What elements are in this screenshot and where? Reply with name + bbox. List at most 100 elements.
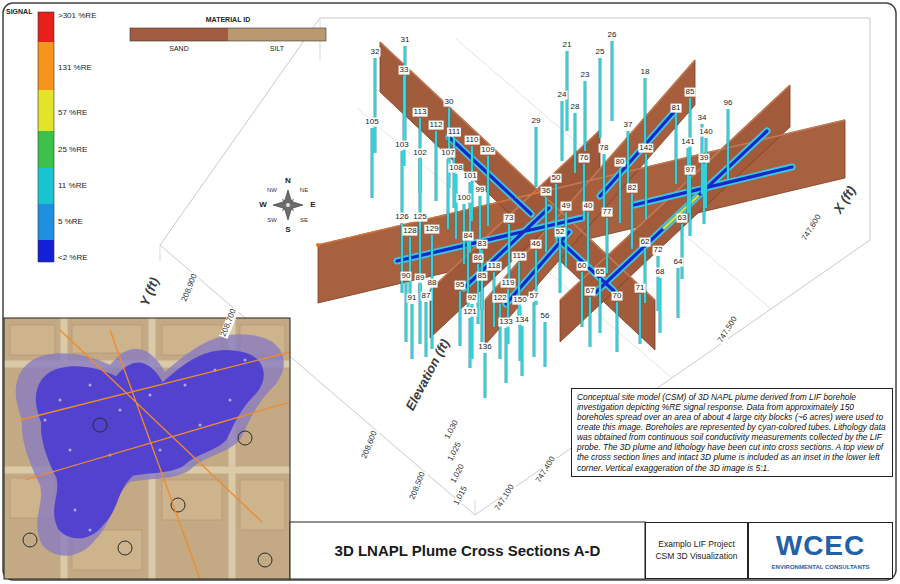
borehole-id: 102: [412, 149, 427, 158]
borehole-tube: [689, 176, 691, 236]
borehole-id: 112: [429, 121, 444, 130]
material-bar-frame: [130, 28, 326, 41]
borehole-tube: [644, 78, 647, 148]
borehole-id: 60: [577, 262, 588, 271]
borehole-id: 36: [541, 187, 552, 196]
legend-swatch: [38, 12, 54, 42]
compass-letter: E: [309, 201, 316, 210]
borehole-tube: [469, 318, 472, 368]
borehole-id: 121: [462, 308, 477, 317]
borehole-tube: [627, 131, 630, 191]
borehole-id: 92: [467, 294, 478, 303]
borehole-id: 28: [570, 103, 581, 112]
borehole-tube: [619, 168, 621, 223]
borehole-tube: [657, 256, 659, 311]
axis-tick: 1,020: [449, 462, 467, 486]
borehole-tube: [435, 131, 437, 201]
borehole-id: 134: [514, 316, 529, 325]
section-lines: [20, 330, 290, 579]
borehole-tube: [371, 128, 373, 198]
legend-label: 131 %RE: [58, 64, 92, 73]
borehole-tube: [689, 176, 692, 236]
borehole-tube: [499, 304, 501, 359]
borehole-tube: [401, 151, 404, 221]
borehole-tube: [425, 302, 427, 357]
borehole-tube: [599, 278, 602, 333]
borehole-tube: [535, 127, 538, 187]
borehole-tube: [505, 328, 507, 383]
borehole-tube: [631, 194, 634, 249]
borehole-id: 34: [697, 114, 708, 123]
borehole-tube: [603, 154, 605, 209]
borehole-id: 33: [399, 66, 410, 75]
borehole-tube: [677, 268, 680, 318]
borehole-tube: [508, 224, 511, 284]
axis-tick: 747,100: [493, 483, 517, 514]
borehole-id: 81: [671, 104, 682, 113]
legend-label: 5 %RE: [58, 218, 83, 227]
legend-label: >301 %RE: [58, 12, 96, 21]
borehole-tube: [455, 174, 457, 239]
building: [240, 480, 285, 530]
borehole-id: 80: [615, 158, 626, 167]
borehole-id: 65: [595, 268, 606, 277]
borehole-tube: [727, 109, 730, 179]
borehole-tube: [455, 174, 458, 239]
borehole-id: 99: [475, 186, 486, 195]
borehole-id: 88: [427, 279, 438, 288]
borehole-id: 76: [579, 154, 590, 163]
borehole-tube: [545, 197, 548, 252]
borehole-tube: [606, 218, 608, 273]
borehole-tube: [589, 297, 592, 347]
borehole-id: 129: [424, 225, 439, 234]
borehole-tube: [583, 164, 586, 219]
borehole-id: 37: [623, 121, 634, 130]
borehole-tube: [519, 306, 521, 361]
title-box: [290, 522, 645, 579]
borehole-tube: [639, 294, 642, 344]
borehole-tube: [705, 138, 707, 208]
borehole-id: 72: [653, 246, 664, 255]
legend-swatch: [38, 204, 54, 240]
borehole-tube: [644, 248, 646, 303]
borehole-tube: [405, 282, 408, 342]
logo-wordmark: WCEC: [776, 530, 866, 562]
borehole-id: 125: [412, 213, 427, 222]
borehole-id: 89: [415, 274, 426, 283]
borehole-id: 119: [501, 279, 516, 288]
borehole-id: 31: [400, 36, 411, 45]
borehole-tube: [565, 212, 567, 267]
title-box-text: 3D LNAPL Plume Cross Sections A-D: [290, 522, 645, 579]
borehole-tube: [603, 154, 606, 209]
borehole-tube: [559, 238, 562, 293]
borehole-id: 64: [673, 258, 684, 267]
compass-center: [286, 203, 291, 208]
borehole-tube: [481, 282, 483, 342]
borehole-tube: [677, 268, 679, 318]
borehole-id: 122: [492, 294, 507, 303]
inset-frame: [4, 318, 290, 579]
borehole-id: 126: [394, 213, 409, 222]
cross-section-slabs: [318, 42, 845, 350]
borehole-id: 150: [512, 296, 527, 305]
borehole-tube: [619, 168, 622, 223]
borehole-id: 111: [447, 128, 461, 137]
axis-tick: 747,500: [716, 315, 740, 346]
borehole-id: 70: [612, 292, 623, 301]
borehole-tube: [559, 238, 561, 293]
borehole-id: 56: [540, 312, 551, 321]
page-frame: [3, 3, 896, 580]
legend-heading: SIGNAL: [6, 8, 32, 16]
borehole-id: 49: [561, 202, 572, 211]
borehole-id: 62: [640, 238, 651, 247]
borehole-id: 91: [407, 294, 418, 303]
plume-core: [397, 112, 792, 304]
borehole-tube: [631, 194, 633, 249]
borehole-tube: [535, 127, 537, 187]
borehole-tube: [584, 81, 587, 151]
borehole-id: 113: [413, 108, 428, 117]
compass-letter: W: [258, 201, 268, 210]
borehole-tube: [405, 282, 407, 342]
